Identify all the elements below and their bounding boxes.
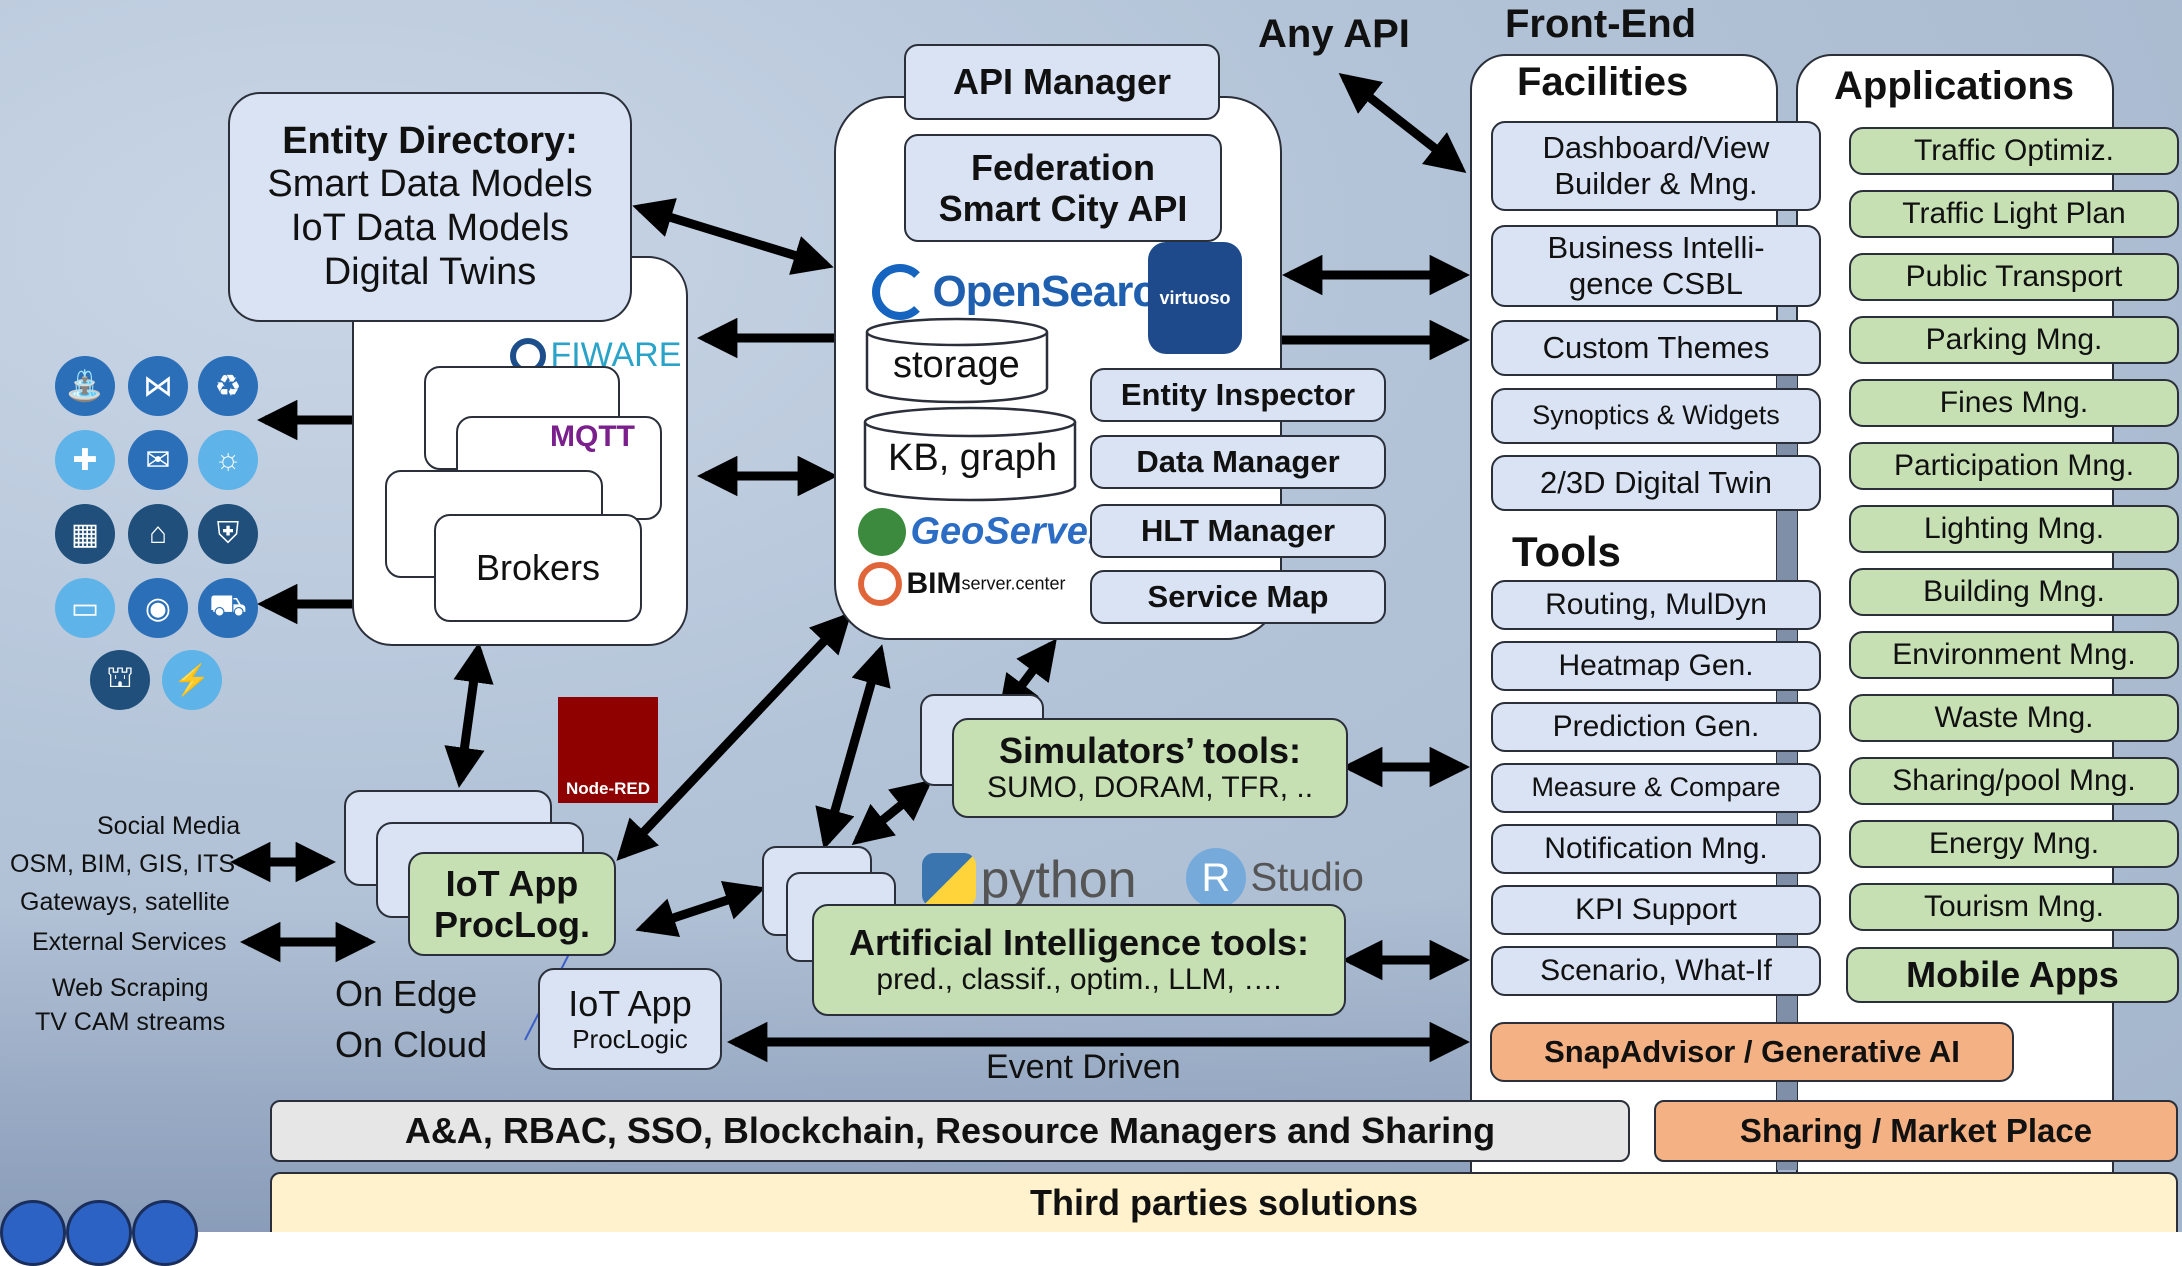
tool-item[interactable]: Measure & Compare [1491, 763, 1821, 813]
application-item[interactable]: Waste Mng. [1849, 694, 2179, 742]
application-item[interactable]: Traffic Optimiz. [1849, 127, 2179, 175]
tool-item[interactable]: Heatmap Gen. [1491, 641, 1821, 691]
snapadvisor-box[interactable]: SnapAdvisor / Generative AI [1490, 1022, 2014, 1082]
ai-tools-box[interactable]: Artificial Intelligence tools:pred., cla… [812, 904, 1346, 1016]
tool-item[interactable]: Routing, MulDyn [1491, 580, 1821, 630]
application-item[interactable]: Energy Mng. [1849, 820, 2179, 868]
rstudio-logo: R Studio [1186, 848, 1364, 908]
graduation-cap-icon: ⛫ [90, 650, 150, 710]
partner-logo-circle [0, 1200, 66, 1266]
on-cloud-label: On Cloud [335, 1024, 488, 1065]
lightning-icon: ⚡ [162, 650, 222, 710]
storage-cylinder [865, 317, 1049, 404]
source-social-media: Social Media [97, 812, 241, 840]
application-item[interactable]: Traffic Light Plan [1849, 190, 2179, 238]
entity-directory-box[interactable]: Entity Directory: Smart Data Models IoT … [228, 92, 632, 322]
virtuoso-logo: virtuoso [1148, 242, 1242, 354]
application-item[interactable]: Building Mng. [1849, 568, 2179, 616]
network-icon: ⋈ [128, 356, 188, 416]
event-driven-label: Event Driven [986, 1048, 1181, 1086]
api-manager-box[interactable]: API Manager [904, 44, 1220, 120]
water-tap-icon: ⛲ [55, 356, 115, 416]
chat-icon: ✉ [128, 430, 188, 490]
hlt-manager-box[interactable]: HLT Manager [1090, 504, 1386, 558]
tool-item[interactable]: Prediction Gen. [1491, 702, 1821, 752]
service-map-box[interactable]: Service Map [1090, 570, 1386, 624]
application-item[interactable]: Public Transport [1849, 253, 2179, 301]
application-item[interactable]: Lighting Mng. [1849, 505, 2179, 553]
source-osm-bim-gis: OSM, BIM, GIS, ITS [10, 850, 236, 878]
bimserver-logo: BIMserver.center [858, 562, 1066, 606]
facilities-title: Facilities [1517, 60, 1689, 104]
application-item[interactable]: Sharing/pool Mng. [1849, 757, 2179, 805]
tool-item[interactable]: Scenario, What-If [1491, 946, 1821, 996]
simulators-box[interactable]: Simulators’ tools:SUMO, DORAM, TFR, .. [952, 718, 1348, 818]
arrow-entitydir-federation [632, 198, 834, 275]
arrow-core-ai [815, 644, 891, 850]
source-tv-cam: TV CAM streams [35, 1008, 226, 1036]
partner-logo-circle [132, 1200, 198, 1266]
car-icon: ⛟ [198, 578, 258, 638]
tools-title: Tools [1512, 528, 1621, 575]
arrow-brokers-iot [444, 641, 494, 789]
shield-icon: ⛨ [198, 504, 258, 564]
source-gateways: Gateways, satellite [20, 888, 230, 916]
kb-graph-label: KB, graph [888, 437, 1057, 479]
laptop-icon: ▭ [55, 578, 115, 638]
arrow-sim-ai [851, 779, 933, 846]
geoserver-logo: GeoServer [858, 508, 1103, 556]
facility-item[interactable]: Synoptics & Widgets [1491, 388, 1821, 444]
front-end-label: Front-End [1505, 2, 1697, 46]
sharing-marketplace-box[interactable]: Sharing / Market Place [1654, 1100, 2178, 1162]
partner-logo-circle [66, 1200, 132, 1266]
arrow-iot-core [616, 612, 852, 861]
facility-item[interactable]: Dashboard/View Builder & Mng. [1491, 121, 1821, 211]
third-parties-bar[interactable]: Third parties solutions [270, 1172, 2178, 1232]
python-logo: python [922, 850, 1137, 910]
source-web-scraping: Web Scraping [52, 974, 209, 1002]
smart-home-icon: ⌂ [128, 504, 188, 564]
application-item[interactable]: Environment Mng. [1849, 631, 2179, 679]
source-external-services: External Services [32, 928, 227, 956]
application-item[interactable]: Parking Mng. [1849, 316, 2179, 364]
cctv-camera-icon: ◉ [128, 578, 188, 638]
tool-item[interactable]: KPI Support [1491, 885, 1821, 935]
any-api-label: Any API [1258, 12, 1410, 56]
security-bar[interactable]: A&A, RBAC, SSO, Blockchain, Resource Man… [270, 1100, 1630, 1162]
kb-graph-cylinder [863, 406, 1077, 502]
lightbulb-icon: ☼ [198, 430, 258, 490]
arrow-anyapi [1338, 73, 1467, 173]
arrow-iot-ai [635, 880, 766, 938]
applications-title: Applications [1834, 64, 2075, 108]
mobile-apps-box[interactable]: Mobile Apps [1846, 947, 2179, 1003]
entity-inspector-box[interactable]: Entity Inspector [1090, 368, 1386, 422]
recycle-icon: ♻ [198, 356, 258, 416]
facility-item[interactable]: Custom Themes [1491, 320, 1821, 376]
application-item[interactable]: Participation Mng. [1849, 442, 2179, 490]
building-icon: ▦ [55, 504, 115, 564]
mqtt-logo: MQTT [550, 420, 635, 453]
on-edge-label: On Edge [335, 973, 478, 1014]
tool-item[interactable]: Notification Mng. [1491, 824, 1821, 874]
storage-label: storage [893, 344, 1020, 386]
brokers-box[interactable]: Brokers [434, 514, 642, 622]
data-manager-box[interactable]: Data Manager [1090, 435, 1386, 489]
facility-item[interactable]: Business Intelli-gence CSBL [1491, 225, 1821, 307]
application-item[interactable]: Fines Mng. [1849, 379, 2179, 427]
node-red-logo: Node-RED [558, 697, 658, 803]
application-item[interactable]: Tourism Mng. [1849, 883, 2179, 931]
facility-item[interactable]: 2/3D Digital Twin [1491, 455, 1821, 511]
health-kit-icon: ✚ [55, 430, 115, 490]
opensearch-logo: OpenSearch [872, 264, 1183, 320]
